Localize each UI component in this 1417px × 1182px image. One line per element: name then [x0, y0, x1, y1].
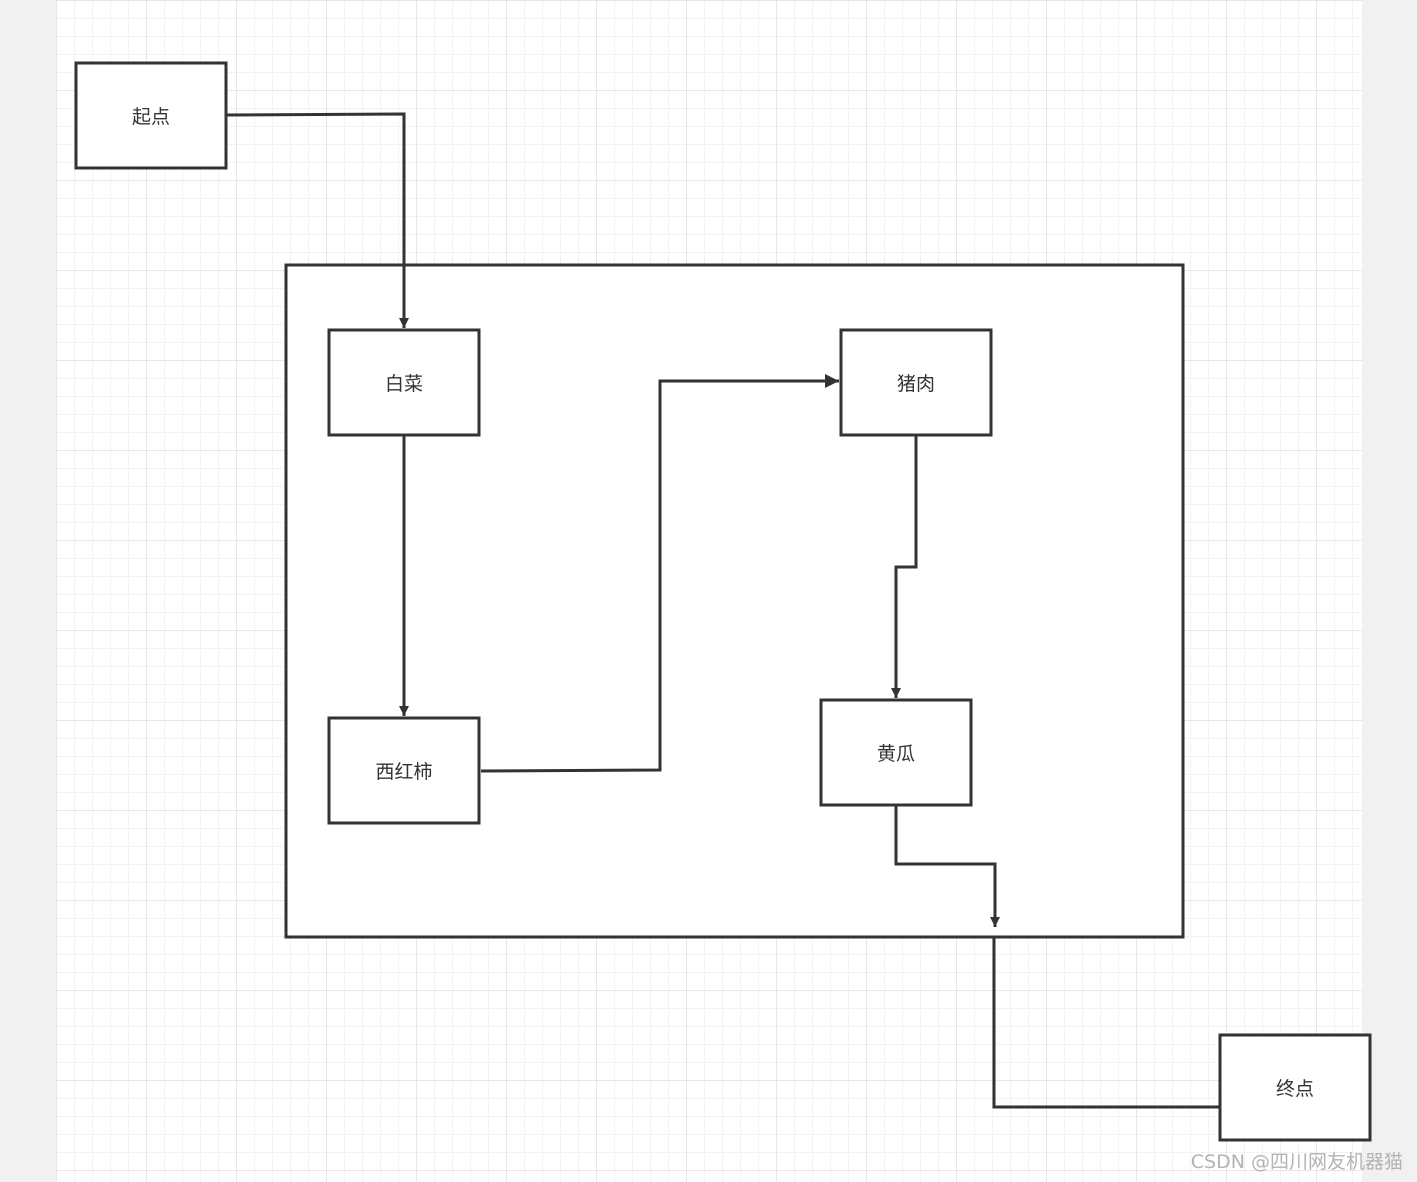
watermark: CSDN @四川网友机器猫: [1190, 1151, 1403, 1173]
node-start[interactable]: [74, 61, 228, 170]
edge-pork-to-cucumber[interactable]: [891, 435, 918, 698]
node-end[interactable]: [1218, 1033, 1372, 1142]
edge-tomato-to-pork[interactable]: [480, 374, 839, 773]
edge-cucumber-to-group-bottom[interactable]: [894, 805, 1000, 927]
edge-group-to-end[interactable]: [992, 937, 1220, 1109]
node-tomato[interactable]: [327, 716, 481, 825]
node-cucumber[interactable]: [819, 698, 973, 807]
node-pork[interactable]: [839, 328, 993, 437]
edge-start-to-cabbage[interactable]: [225, 112, 409, 328]
node-cabbage[interactable]: [327, 328, 481, 437]
